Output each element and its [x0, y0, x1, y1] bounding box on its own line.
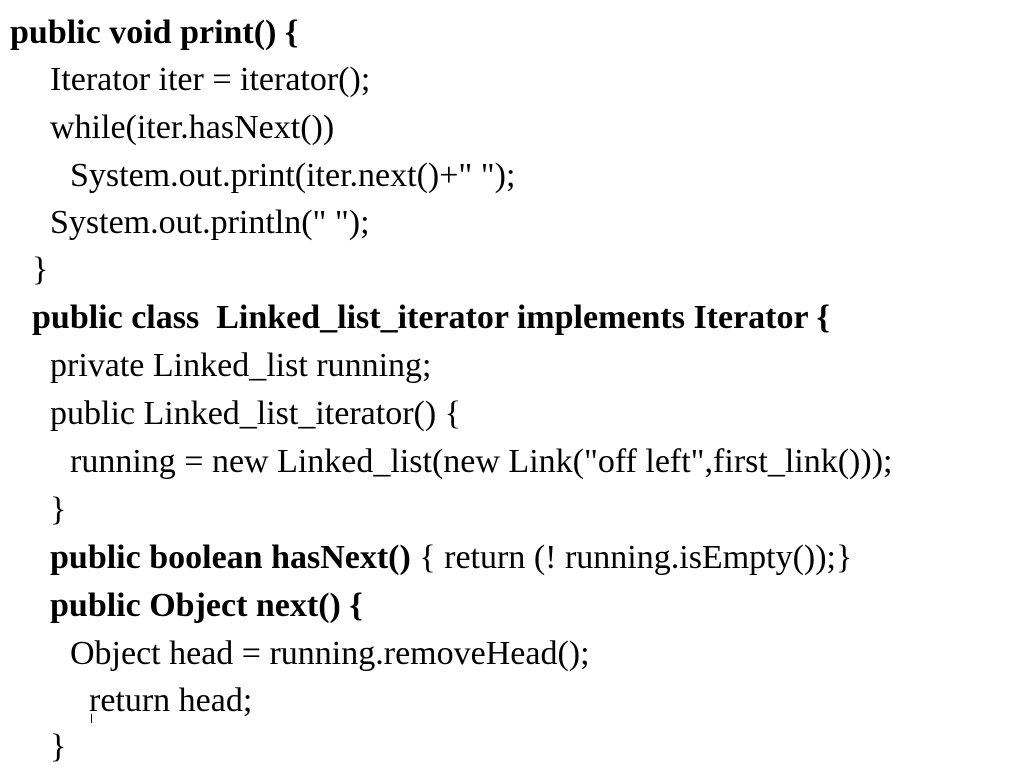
code-line-close-brace: }	[50, 488, 66, 532]
code-line-iterator-declaration: Iterator iter = iterator();	[50, 58, 370, 102]
code-line-running-field: private Linked_list running;	[50, 344, 432, 388]
code-bold-text: public boolean hasNext()	[50, 539, 411, 576]
code-text: while(iter.hasNext())	[50, 109, 335, 146]
code-text: System.out.println(" ");	[50, 204, 370, 241]
code-text: Iterator iter = iterator();	[50, 61, 371, 98]
code-line-close-brace: }	[32, 248, 48, 292]
code-line-while-loop: while(iter.hasNext())	[50, 106, 334, 150]
code-line-println: System.out.println(" ");	[50, 201, 370, 245]
code-line-next-signature: public Object next() {	[50, 584, 363, 628]
code-line-print-next: System.out.print(iter.next()+" ");	[70, 154, 515, 198]
code-line-print-signature: public void print() {	[10, 11, 298, 55]
code-text: private Linked_list running;	[50, 347, 432, 384]
code-text: running = new Linked_list(new Link("off …	[70, 443, 893, 480]
code-bold-text: public Object next() {	[50, 587, 363, 624]
code-line-constructor: public Linked_list_iterator() {	[50, 392, 461, 436]
code-text: return head;	[89, 682, 253, 719]
text-cursor	[91, 714, 92, 723]
code-text: public Linked_list_iterator() {	[50, 395, 461, 432]
code-text: }	[50, 491, 67, 528]
code-line-running-assignment: running = new Linked_list(new Link("off …	[70, 440, 892, 484]
code-text: }	[50, 728, 67, 765]
code-bold-text: public class Linked_list_iterator implem…	[32, 299, 830, 336]
code-text: { return (! running.isEmpty());}	[410, 539, 853, 576]
code-line-class-declaration: public class Linked_list_iterator implem…	[32, 296, 830, 340]
code-line-remove-head: Object head = running.removeHead();	[70, 632, 590, 676]
code-text: }	[32, 251, 49, 288]
code-bold-text: public void print() {	[10, 14, 299, 51]
code-text: System.out.print(iter.next()+" ");	[70, 157, 516, 194]
code-line-close-brace: }	[50, 725, 66, 769]
code-line-return-head: return head;	[89, 679, 252, 723]
code-line-has-next: public boolean hasNext() { return (! run…	[50, 536, 852, 580]
code-text: Object head = running.removeHead();	[70, 635, 590, 672]
